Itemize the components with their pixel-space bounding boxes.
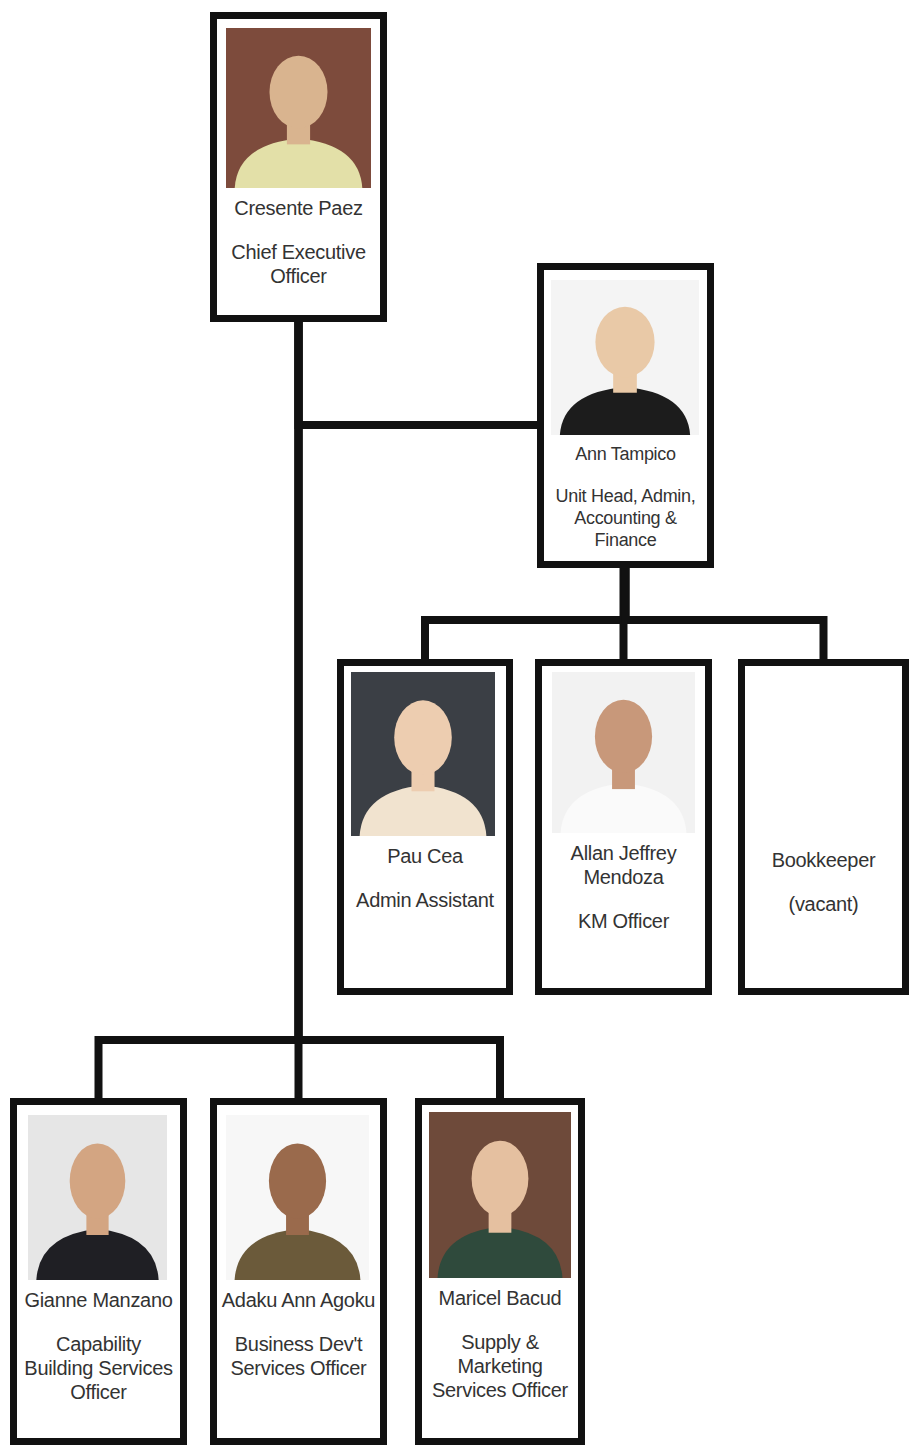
person-box: Gianne ManzanoCapability Building Servic… xyxy=(10,1098,187,1445)
photo xyxy=(226,28,371,188)
person-name: Adaku Ann Agoku xyxy=(220,1288,377,1312)
job-title: Unit Head, Admin, Accounting & Finance xyxy=(547,485,704,551)
photo xyxy=(429,1112,571,1278)
text-group: Allan Jeffrey Mendoza KM Officer xyxy=(542,841,705,933)
portrait xyxy=(226,1115,369,1280)
portrait xyxy=(551,280,699,435)
portrait xyxy=(552,672,695,833)
photo xyxy=(28,1115,167,1280)
person-name: Cresente Paez xyxy=(220,196,377,220)
person-box: Maricel BacudSupply & Marketing Services… xyxy=(415,1098,585,1445)
portrait xyxy=(429,1112,571,1278)
photo xyxy=(551,280,699,435)
person-name: Maricel Bacud xyxy=(425,1286,575,1310)
person-box: Adaku Ann AgokuBusiness Dev't Services O… xyxy=(210,1098,387,1445)
text-group: Ann TampicoUnit Head, Admin, Accounting … xyxy=(544,443,707,551)
portrait xyxy=(28,1115,167,1280)
text-group: Cresente PaezChief Executive Officer xyxy=(217,196,380,288)
photo xyxy=(552,672,695,833)
org-connector xyxy=(99,322,299,1098)
photo xyxy=(351,672,495,836)
job-title: Admin Assistant xyxy=(347,888,503,912)
text-group: Pau CeaAdmin Assistant xyxy=(344,844,506,912)
person-box: Ann TampicoUnit Head, Admin, Accounting … xyxy=(537,263,714,568)
text-group: Adaku Ann AgokuBusiness Dev't Services O… xyxy=(217,1288,380,1380)
person-box: Cresente PaezChief Executive Officer xyxy=(210,12,387,322)
person-box: Allan Jeffrey Mendoza KM Officer xyxy=(535,659,712,995)
person-box: Pau CeaAdmin Assistant xyxy=(337,659,513,995)
job-title: Chief Executive Officer xyxy=(220,240,377,288)
text-group: Bookkeeper (vacant) xyxy=(745,848,902,916)
job-title: (vacant) xyxy=(748,892,899,916)
text-group: Gianne ManzanoCapability Building Servic… xyxy=(17,1288,180,1404)
org-connector xyxy=(425,568,626,659)
text-group: Maricel BacudSupply & Marketing Services… xyxy=(422,1286,578,1402)
job-title: Business Dev't Services Officer xyxy=(220,1332,377,1380)
portrait xyxy=(226,28,371,188)
person-name: Bookkeeper xyxy=(748,848,899,872)
job-title: Supply & Marketing Services Officer xyxy=(425,1330,575,1402)
person-name: Ann Tampico xyxy=(547,443,704,465)
vacant-box: Bookkeeper (vacant) xyxy=(738,659,909,995)
job-title: KM Officer xyxy=(545,909,702,933)
person-name: Pau Cea xyxy=(347,844,503,868)
org-connector xyxy=(299,322,538,425)
org-connector xyxy=(626,568,824,659)
person-name: Allan Jeffrey Mendoza xyxy=(545,841,702,889)
job-title: Capability Building Services Officer xyxy=(20,1332,177,1404)
portrait xyxy=(351,672,495,836)
person-name: Gianne Manzano xyxy=(20,1288,177,1312)
photo xyxy=(226,1115,369,1280)
